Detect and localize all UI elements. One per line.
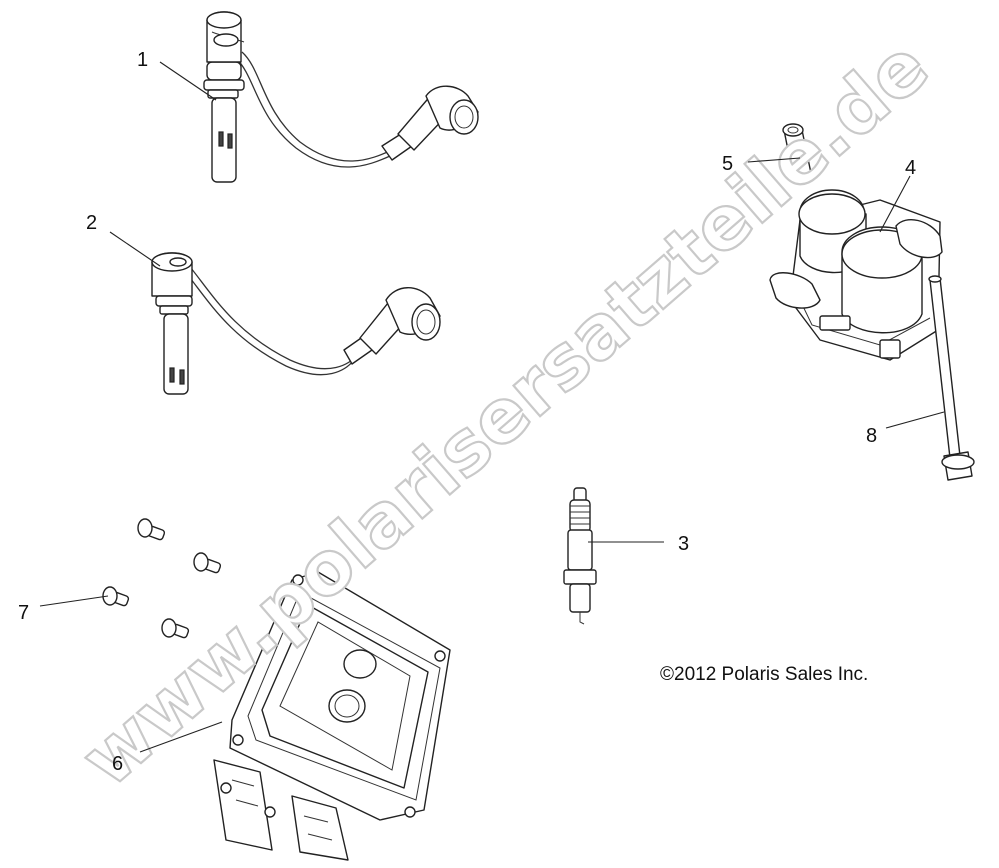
ecu-6 [213, 571, 451, 861]
callout-7: 7 [18, 602, 29, 624]
spark-plug-3 [563, 487, 597, 625]
screw-a [137, 518, 166, 541]
callout-5: 5 [722, 153, 733, 175]
copyright-notice: ©2012 Polaris Sales Inc. [660, 664, 868, 685]
callout-3: 3 [678, 533, 689, 555]
callout-8: 8 [866, 425, 877, 447]
leader-lines [39, 61, 945, 753]
screw-c [102, 586, 130, 607]
screw-b [193, 552, 222, 574]
ignition-lead-1 [203, 11, 479, 183]
sleeve-5 [782, 123, 813, 181]
screws-7 [102, 518, 222, 639]
callout-6: 6 [112, 753, 123, 775]
callout-4: 4 [905, 157, 916, 179]
watermark-text: www.polarisersatzteile.de [65, 23, 944, 803]
ignition-lead-2 [151, 252, 441, 395]
bolt-8 [928, 275, 975, 481]
callout-1: 1 [137, 49, 148, 71]
screw-d [161, 618, 190, 639]
ignition-coil-4 [769, 189, 943, 361]
callout-2: 2 [86, 212, 97, 234]
